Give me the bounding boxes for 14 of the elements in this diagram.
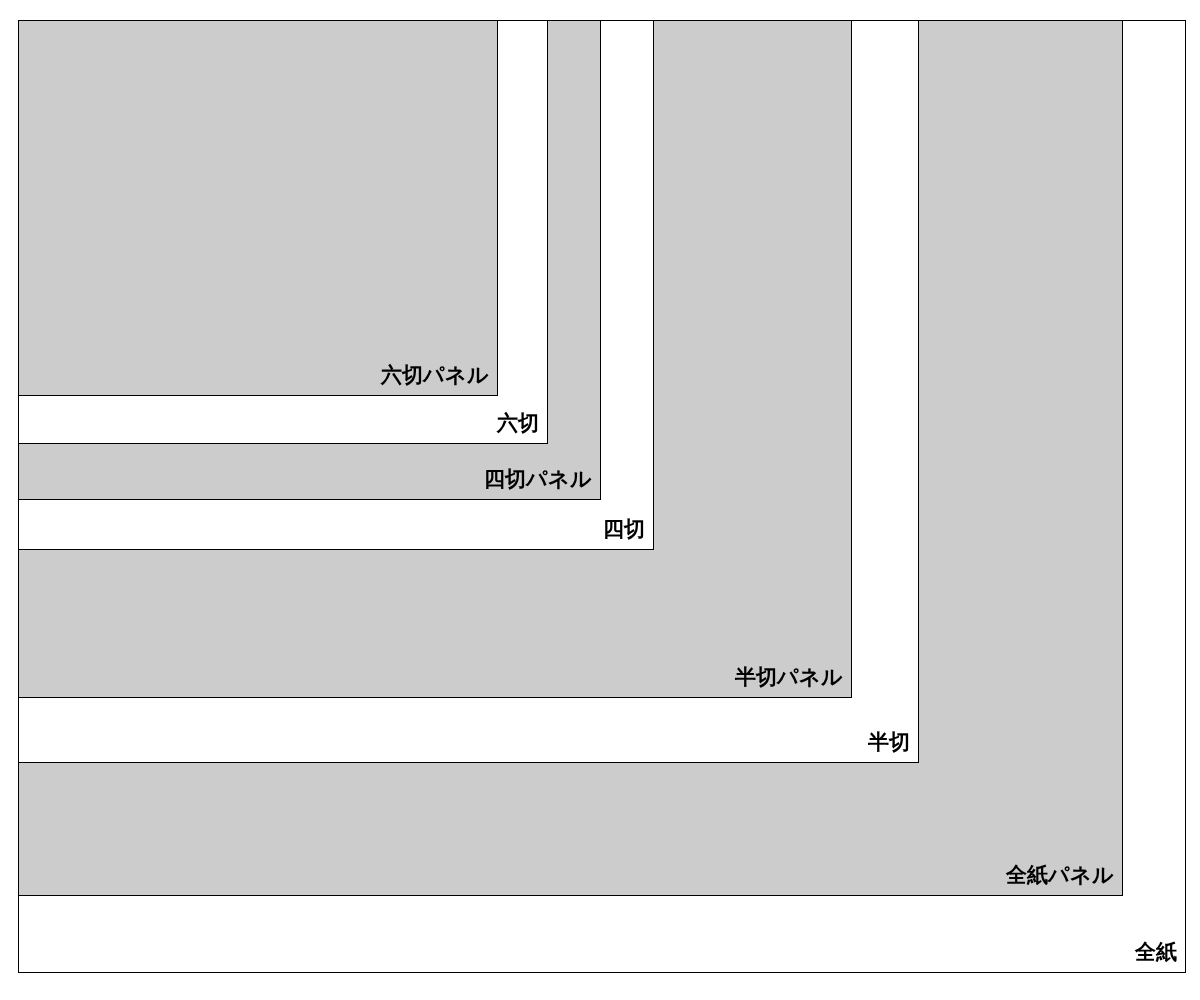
size-label: 四切パネル <box>484 466 592 493</box>
panel-area <box>18 20 601 500</box>
size-label: 全紙パネル <box>1006 862 1114 889</box>
size-label: 六切パネル <box>381 362 489 389</box>
size-label: 全紙 <box>1135 939 1177 966</box>
paper-sheet <box>18 20 548 444</box>
panel-area <box>18 20 852 698</box>
size-label: 四切 <box>603 516 645 543</box>
size-label: 半切パネル <box>735 664 843 691</box>
panel-area <box>18 20 498 396</box>
size-label: 半切 <box>868 729 910 756</box>
paper-sheet <box>18 20 919 763</box>
paper-sheet <box>18 20 654 550</box>
size-label: 六切 <box>497 410 539 437</box>
